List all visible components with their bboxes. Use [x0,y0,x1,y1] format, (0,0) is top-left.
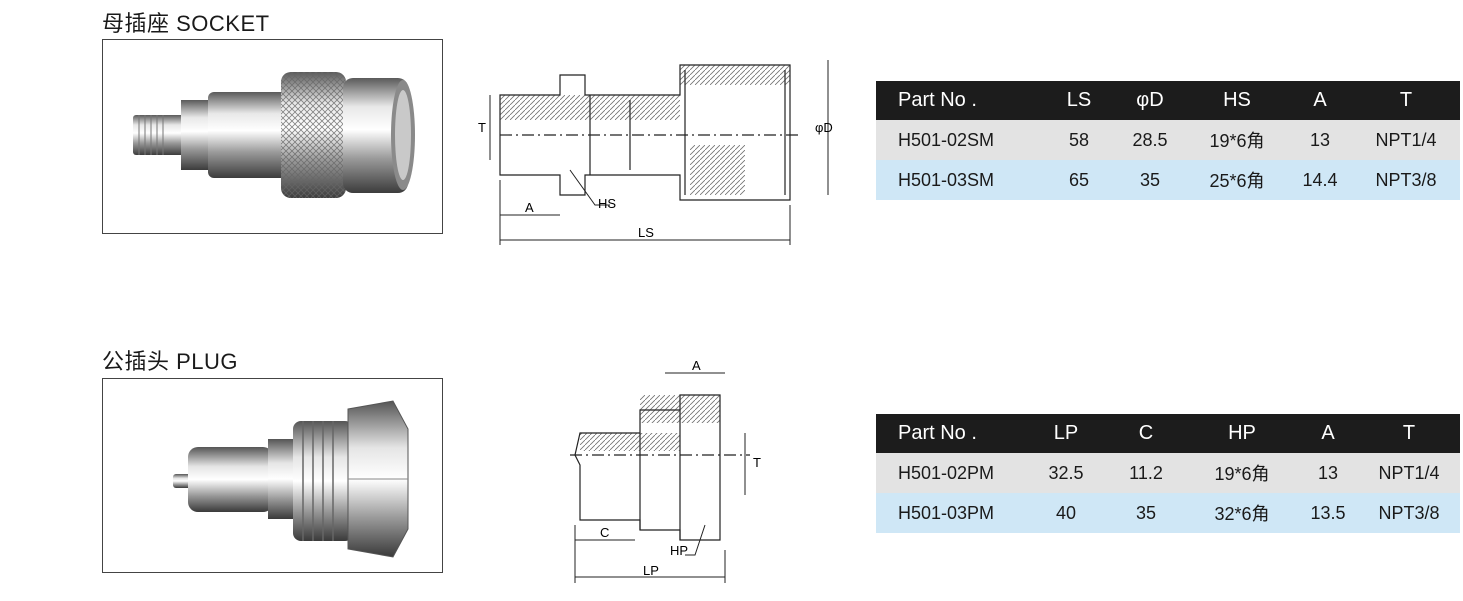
socket-title: 母插座 SOCKET [102,11,270,36]
plug-dim-t: T [753,455,761,470]
plug-spec-table: Part No . LP C HP A T H501-02PM 32.5 11.… [876,414,1460,533]
table-cell: H501-03SM [876,160,1044,200]
socket-dim-hs: HS [598,196,616,211]
table-cell: H501-02PM [876,453,1026,493]
socket-spec-table: Part No . LS φD HS A T H501-02SM 58 28.5… [876,81,1460,200]
col-header: LP [1026,414,1106,453]
socket-coupler-image [133,72,415,198]
table-cell: 13.5 [1298,493,1358,533]
table-header-row: Part No . LS φD HS A T [876,81,1460,120]
col-header: T [1358,414,1460,453]
table-cell: 13 [1298,453,1358,493]
table-cell: 65 [1044,160,1114,200]
socket-technical-drawing: A HS LS T φD [478,60,833,245]
socket-photo [102,39,443,234]
table-cell: 32*6角 [1186,493,1298,533]
plug-title: 公插头 PLUG [102,349,239,374]
table-row: H501-02PM 32.5 11.2 19*6角 13 NPT1/4 [876,453,1460,493]
col-header: Part No . [876,81,1044,120]
table-cell: NPT3/8 [1352,160,1460,200]
table-cell: 19*6角 [1186,120,1288,160]
socket-dim-t: T [478,120,486,135]
table-cell: 13 [1288,120,1352,160]
table-cell: 11.2 [1106,453,1186,493]
col-header: A [1298,414,1358,453]
plug-dim-a: A [692,358,701,373]
table-row: H501-03SM 65 35 25*6角 14.4 NPT3/8 [876,160,1460,200]
plug-photo [102,378,443,573]
socket-dim-ls: LS [638,225,654,240]
col-header: LS [1044,81,1114,120]
table-cell: 58 [1044,120,1114,160]
col-header: T [1352,81,1460,120]
table-cell: NPT1/4 [1352,120,1460,160]
table-cell: 28.5 [1114,120,1186,160]
table-cell: 32.5 [1026,453,1106,493]
table-row: H501-02SM 58 28.5 19*6角 13 NPT1/4 [876,120,1460,160]
table-cell: 14.4 [1288,160,1352,200]
table-header-row: Part No . LP C HP A T [876,414,1460,453]
table-cell: 35 [1106,493,1186,533]
col-header: C [1106,414,1186,453]
plug-dim-lp: LP [643,563,659,578]
table-cell: 40 [1026,493,1106,533]
socket-dim-a: A [525,200,534,215]
plug-technical-drawing: A C HP LP T [570,358,761,583]
table-cell: 35 [1114,160,1186,200]
table-cell: NPT1/4 [1358,453,1460,493]
col-header: HS [1186,81,1288,120]
col-header: A [1288,81,1352,120]
table-cell: 25*6角 [1186,160,1288,200]
col-header: φD [1114,81,1186,120]
plug-nipple-image [173,400,409,558]
table-row: H501-03PM 40 35 32*6角 13.5 NPT3/8 [876,493,1460,533]
col-header: Part No . [876,414,1026,453]
socket-dim-d: φD [815,120,833,135]
table-cell: H501-02SM [876,120,1044,160]
col-header: HP [1186,414,1298,453]
plug-dim-c: C [600,525,609,540]
table-cell: H501-03PM [876,493,1026,533]
plug-dim-hp: HP [670,543,688,558]
table-cell: 19*6角 [1186,453,1298,493]
table-cell: NPT3/8 [1358,493,1460,533]
